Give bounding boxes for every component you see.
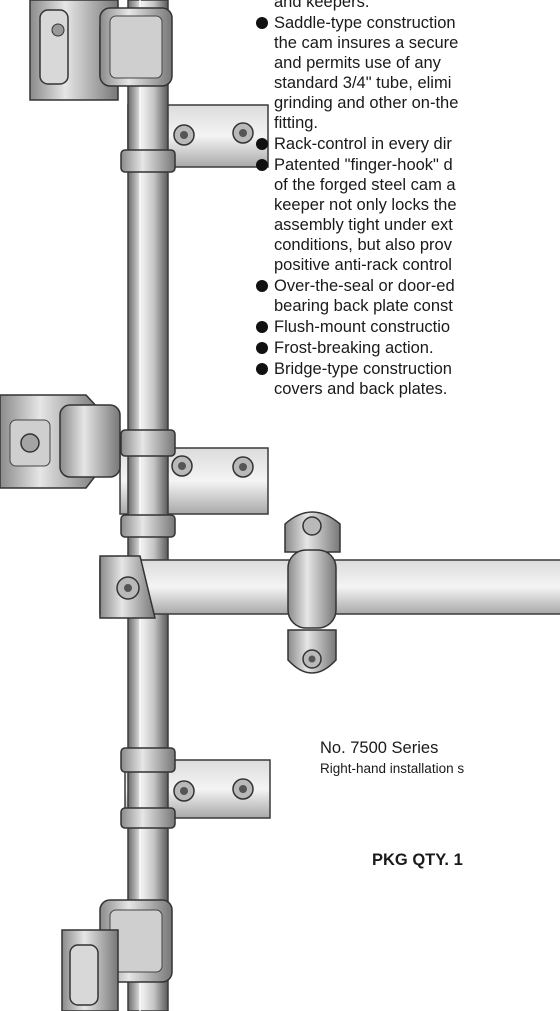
feature-line: keeper not only locks the <box>274 196 457 214</box>
middle-keeper <box>0 394 121 489</box>
feature-item: Over-the-seal or door-ed bearing back pla… <box>256 276 560 316</box>
feature-line: covers and back plates. <box>274 380 448 398</box>
feature-line: standard 3/4" tube, elimi <box>274 74 452 92</box>
feature-line: of the forged steel cam a <box>274 176 456 194</box>
feature-line: the cam insures a secure <box>274 34 459 52</box>
feature-item: Bridge-type construction covers and back … <box>256 359 560 399</box>
feature-item: Patented "finger-hook" d of the forged st… <box>256 155 560 275</box>
series-title: No. 7500 Series <box>320 739 439 757</box>
feature-item: and keepers. <box>256 0 560 12</box>
handle-catch <box>284 511 341 674</box>
feature-list: and keepers. Saddle-type construction the … <box>256 0 560 400</box>
feature-item: Flush-mount constructio <box>256 317 560 337</box>
rivet-icon <box>51 23 65 37</box>
feature-line: Bridge-type construction <box>274 360 452 378</box>
feature-line: Patented "finger-hook" d <box>274 156 453 174</box>
feature-line: Flush-mount constructio <box>274 318 451 336</box>
feature-item: Saddle-type construction the cam insures … <box>256 13 560 133</box>
feature-line: Rack-control in every dir <box>274 135 452 153</box>
feature-line: assembly tight under ext <box>274 216 453 234</box>
feature-line: and permits use of any <box>274 54 441 72</box>
feature-line: grinding and other on-the <box>274 94 459 112</box>
feature-line: Frost-breaking action. <box>274 339 434 357</box>
feature-item: Rack-control in every dir <box>256 134 560 154</box>
top-cam-keeper <box>29 0 173 101</box>
feature-line: fitting. <box>274 114 319 132</box>
series-subtitle: Right-hand installation s <box>320 761 465 776</box>
bottom-cam-keeper <box>61 899 173 1011</box>
feature-line: conditions, but also prov <box>274 236 452 254</box>
feature-line: Saddle-type construction <box>274 14 456 32</box>
feature-line: and keepers. <box>274 0 370 11</box>
rod-collars <box>120 149 176 829</box>
feature-line: bearing back plate const <box>274 297 453 315</box>
package-quantity: PKG QTY. 1 <box>372 851 463 869</box>
rivet-icon <box>302 516 322 536</box>
feature-item: Frost-breaking action. <box>256 338 560 358</box>
feature-line: Over-the-seal or door-ed <box>274 277 455 295</box>
feature-line: positive anti-rack control <box>274 256 452 274</box>
